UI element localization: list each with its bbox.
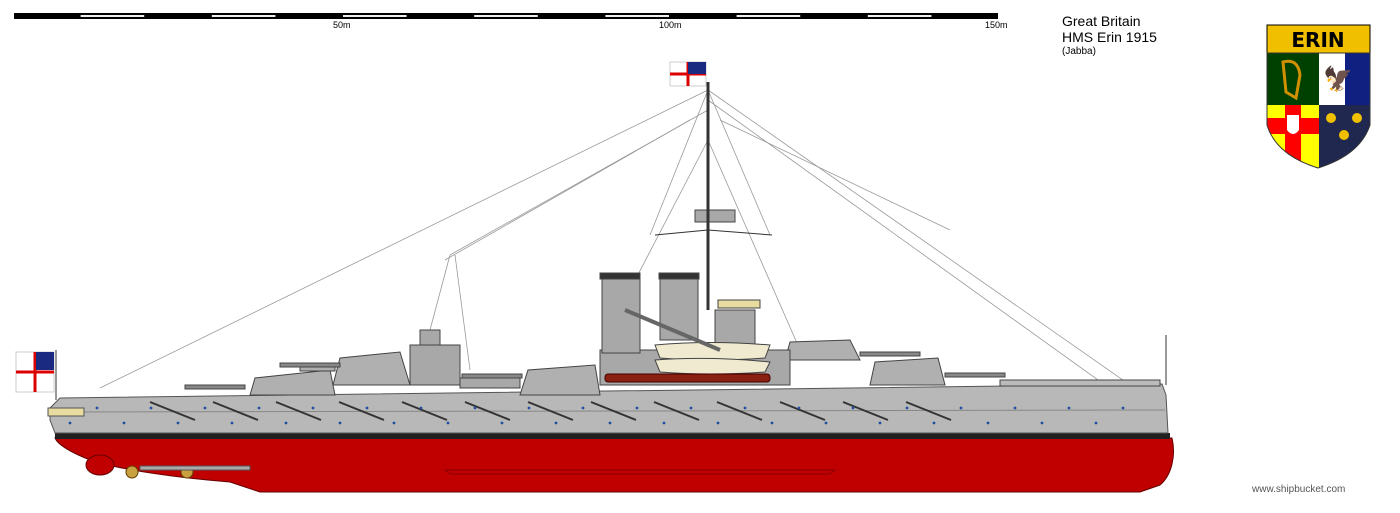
porthole [959, 406, 963, 410]
porthole [878, 421, 882, 425]
porthole [311, 406, 315, 410]
mast [55, 82, 1167, 400]
porthole [554, 421, 558, 425]
casemate-gun [842, 401, 889, 421]
porthole [365, 406, 369, 410]
porthole [986, 421, 990, 425]
turrets [184, 339, 1006, 396]
scale-label-100m: 100m [659, 20, 682, 30]
porthole [176, 421, 180, 425]
porthole [743, 406, 747, 410]
porthole [203, 406, 207, 410]
porthole [932, 421, 936, 425]
scale-bar-segment [80, 15, 145, 17]
porthole [338, 421, 342, 425]
scale-bar [14, 13, 998, 19]
porthole [446, 421, 450, 425]
porthole [581, 406, 585, 410]
crest-title: ERIN [1291, 28, 1344, 52]
scale-bar-segment [343, 15, 407, 17]
scale-label-50m: 50m [333, 20, 351, 30]
propellers [85, 454, 251, 479]
porthole [284, 421, 288, 425]
porthole [635, 406, 639, 410]
porthole [419, 406, 423, 410]
scale-bar-segment [736, 15, 801, 17]
aft-funnel [659, 277, 699, 341]
casemate-gun [653, 401, 700, 421]
porthole [797, 406, 801, 410]
porthole [905, 406, 909, 410]
lifeboats [604, 342, 771, 383]
porthole [1094, 421, 1098, 425]
country: Great Britain [1062, 13, 1141, 29]
author: (Jabba) [1062, 46, 1096, 57]
porthole [1013, 406, 1017, 410]
rigging [99, 89, 1131, 389]
scale-label-150m: 150m [985, 20, 1008, 30]
porthole [1121, 406, 1125, 410]
porthole [257, 406, 261, 410]
boot-topping [55, 433, 1170, 439]
porthole [689, 406, 693, 410]
erin-crest: ERIN 🦅 [1266, 24, 1371, 169]
casemate-gun [338, 401, 385, 421]
casemate-gun [905, 401, 952, 421]
porthole [1040, 421, 1044, 425]
porthole [392, 421, 396, 425]
porthole [230, 421, 234, 425]
casemate-gun [149, 401, 196, 421]
casemate-gun [464, 401, 511, 421]
ship-info: Great Britain HMS Erin 1915 (Jabba) [1062, 13, 1157, 59]
porthole [473, 406, 477, 410]
casemate-gun [527, 401, 574, 421]
scale-bar-segment [474, 15, 538, 17]
casemate-gun [590, 401, 637, 421]
porthole [824, 421, 828, 425]
porthole [149, 406, 153, 410]
ensign-flags [15, 61, 707, 393]
underwater-hull [54, 437, 1174, 493]
scale-bar-segment [867, 15, 932, 17]
porthole [662, 421, 666, 425]
porthole [851, 406, 855, 410]
porthole [1067, 406, 1071, 410]
scale-bar-segment [605, 15, 669, 17]
casemate-gun [212, 401, 259, 421]
porthole [770, 421, 774, 425]
credit: www.shipbucket.com [1252, 484, 1346, 495]
porthole [122, 421, 126, 425]
ship-name: HMS Erin 1915 [1062, 29, 1157, 45]
superstructure [409, 209, 1161, 389]
casemate-gun [275, 401, 322, 421]
porthole [716, 421, 720, 425]
porthole [527, 406, 531, 410]
scale-bar-segment [211, 15, 276, 17]
casemate-gun [401, 401, 448, 421]
casemate-gun [779, 401, 826, 421]
porthole [68, 421, 72, 425]
porthole [608, 421, 612, 425]
svg-text:🦅: 🦅 [1323, 64, 1353, 93]
porthole [500, 421, 504, 425]
casemate-gun [716, 401, 763, 421]
porthole [95, 406, 99, 410]
